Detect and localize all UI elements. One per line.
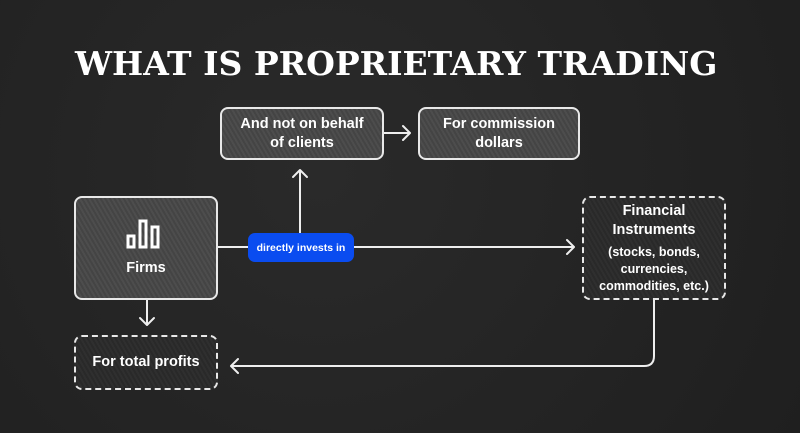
edge-label-invests: directly invests in <box>248 233 354 262</box>
node-label: For commission dollars <box>443 115 555 151</box>
node-label: For total profits <box>92 354 200 370</box>
node-instruments: Financial Instruments (stocks, bonds, cu… <box>582 196 726 300</box>
node-firms: Firms <box>74 196 218 300</box>
arrow-up-to-behalf <box>292 169 308 237</box>
node-label: Financial Instruments <box>612 202 696 238</box>
node-label: And not on behalf of clients <box>240 115 364 151</box>
page-title: WHAT IS PROPRIETARY TRADING <box>75 44 718 83</box>
arrow-behalf-to-commission <box>382 125 411 141</box>
node-label: Firms <box>126 259 166 276</box>
node-not-on-behalf: And not on behalf of clients <box>220 107 384 160</box>
bar-chart-icon <box>126 219 160 248</box>
node-profits: For total profits <box>74 335 218 390</box>
arrow-instruments-to-profits <box>230 298 655 374</box>
node-commission: For commission dollars <box>418 107 580 160</box>
arrow-firms-to-profits <box>139 299 155 326</box>
node-detail: (stocks, bonds, currencies, commodities,… <box>599 244 709 293</box>
